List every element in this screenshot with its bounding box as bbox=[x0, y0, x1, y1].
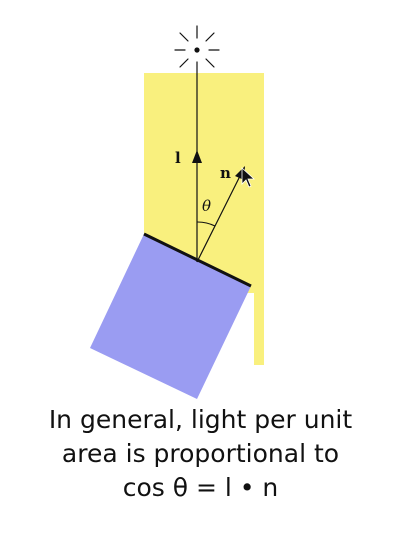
light-source-icon bbox=[174, 25, 220, 75]
theta-arc bbox=[196, 221, 216, 227]
mouse-cursor-icon bbox=[241, 167, 256, 188]
normal-vector bbox=[196, 171, 243, 263]
surface-block bbox=[90, 234, 251, 399]
light-vector-label: l bbox=[175, 149, 181, 167]
caption-line-3: cos θ = l • n bbox=[122, 473, 279, 502]
light-beam-continuation bbox=[254, 285, 264, 365]
theta-label: θ bbox=[202, 197, 211, 215]
caption-line-1: In general, light per unit bbox=[48, 405, 353, 434]
light-vector-arrowhead bbox=[192, 150, 202, 163]
normal-vector-label: n bbox=[220, 164, 231, 182]
caption-line-2: area is proportional to bbox=[61, 439, 340, 468]
caption: In general, light per unit area is propo… bbox=[0, 403, 401, 505]
